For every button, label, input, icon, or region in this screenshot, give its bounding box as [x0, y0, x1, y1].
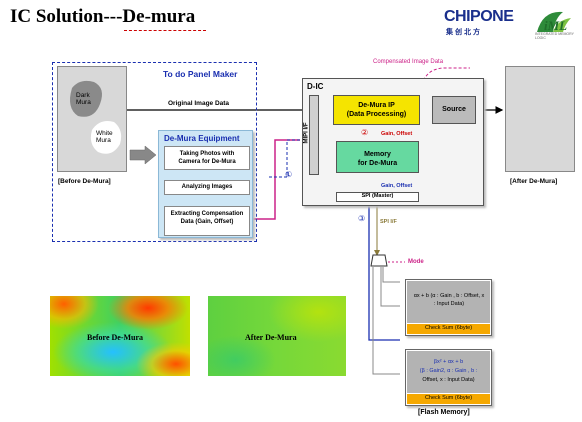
- flash-formula-2-line3: Offset, x : Input Data): [422, 377, 475, 383]
- mode-mux-icon: [370, 254, 388, 267]
- source-block: Source: [432, 96, 476, 124]
- flash-formula-2-line1: βx² + αx + b: [433, 359, 464, 365]
- mipi-if-label: MIPI I/F: [303, 122, 310, 144]
- mode-label: Mode: [408, 259, 424, 265]
- white-mura-blob: [90, 121, 122, 154]
- gain-offset-down-label: Gain, Offset: [381, 183, 413, 189]
- before-demura-photo: [50, 296, 190, 376]
- circle-2-marker: ②: [361, 128, 369, 137]
- memory-block: Memory for De-Mura: [336, 141, 419, 173]
- chipone-logo: CHIPONE: [444, 8, 514, 25]
- demura-ip-block: De-Mura IP (Data Processing): [333, 95, 420, 125]
- demura-equipment-title: De-Mura Equipment: [164, 134, 240, 143]
- iml-logo: iML: [544, 18, 568, 33]
- after-demura-label: [After De-Mura]: [510, 178, 558, 185]
- iml-logo-icon: [537, 11, 571, 32]
- after-demura-photo-label: After De-Mura: [245, 333, 297, 342]
- spi-if-label: SPI I/F: [380, 219, 397, 225]
- circle-1-marker: ①: [285, 170, 293, 179]
- white-mura-label: White Mura: [96, 130, 113, 144]
- flash-formula-2-line2: (β : Gain2, α : Gain , b :: [419, 368, 478, 374]
- step-analyzing-images: Analyzing Images: [164, 180, 250, 195]
- dark-mura-label: Dark Mura: [76, 92, 91, 106]
- gain-offset-up-label: Gain, Offset: [381, 131, 413, 137]
- flash-checksum-2: Check Sum (6byte): [407, 394, 490, 404]
- flash-box-1-body: [407, 281, 490, 323]
- circle-3-marker: ③: [358, 214, 366, 223]
- before-demura-photo-label: Before De-Mura: [87, 333, 144, 342]
- panel-maker-title: To do Panel Maker: [163, 69, 238, 79]
- compensated-image-data-label: Compensated Image Data: [373, 59, 444, 65]
- page-title: IC Solution---De-mura: [10, 6, 196, 27]
- mipi-if-block: [309, 95, 319, 175]
- after-demura-photo: [208, 296, 346, 376]
- flash-formula-1: αx + b (α : Gain , b : Offset, x : Input…: [413, 293, 485, 307]
- dark-mura-blob: [70, 80, 102, 117]
- flash-memory-label: [Flash Memory]: [418, 409, 470, 416]
- before-demura-label: [Before De-Mura]: [58, 178, 111, 185]
- after-panel-image: [505, 66, 575, 172]
- original-image-data-label: Original Image Data: [168, 100, 230, 107]
- spi-master-block: SPI (Master): [336, 192, 419, 202]
- chipone-logo-subtitle: 集创北方: [446, 29, 482, 36]
- dic-title: D-IC: [307, 82, 324, 91]
- step-extracting-compensation: Extracting Compensation Data (Gain, Offs…: [164, 206, 250, 236]
- flash-checksum-1: Check Sum (6byte): [407, 324, 490, 334]
- step-taking-photos: Taking Photos with Camera for De-Mura: [164, 146, 250, 170]
- title-underline: [124, 30, 206, 31]
- flash-box-2-body: [407, 351, 490, 393]
- iml-logo-subtitle: INTEGRATED MEMORY LOGIC: [535, 32, 574, 40]
- panel-maker-region: [52, 62, 257, 242]
